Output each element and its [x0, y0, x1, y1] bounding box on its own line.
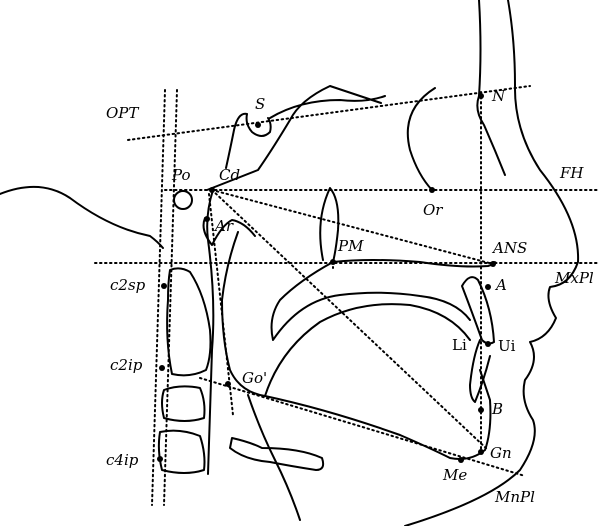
ramus-vertical	[208, 193, 234, 416]
label-ui: Ui	[498, 337, 516, 355]
ramus-outline	[206, 189, 215, 475]
label-me: Me	[442, 466, 467, 484]
label-b: B	[491, 400, 503, 418]
label-a: A	[494, 276, 507, 294]
label-c4ip: c4ip	[106, 451, 139, 469]
vertebra-c3	[161, 385, 206, 422]
vertebra-c2	[166, 267, 212, 377]
posterior-skull-outline	[0, 185, 164, 249]
label-mnpl: MnPl	[494, 488, 535, 506]
point-go	[225, 381, 231, 387]
label-gn: Gn	[490, 444, 512, 462]
orbit-outline	[406, 87, 436, 191]
point-s	[255, 122, 261, 128]
label-fh: FH	[559, 164, 584, 182]
point-n	[478, 93, 484, 99]
label-s: S	[255, 95, 265, 113]
point-c4ip	[157, 456, 163, 462]
mandible-outline	[221, 231, 492, 460]
cd-gn-line	[211, 189, 489, 451]
label-pm: PM	[337, 237, 364, 255]
point-b	[478, 407, 484, 413]
cd-ans-line	[211, 189, 494, 265]
porion-ring	[173, 190, 193, 210]
label-or: Or	[423, 201, 443, 219]
point-ans	[490, 261, 496, 267]
point-pm	[330, 259, 336, 265]
point-me	[458, 457, 464, 463]
label-opt: OPT	[106, 104, 139, 122]
label-po: Po	[171, 166, 191, 184]
landmark-points	[157, 93, 496, 463]
opt-line	[127, 85, 531, 141]
label-ans: ANS	[491, 239, 527, 257]
label-go: Go'	[242, 369, 267, 387]
opt-vertical-left	[151, 89, 166, 506]
label-c2sp: c2sp	[110, 276, 146, 294]
label-c2ip: c2ip	[110, 356, 143, 374]
soft-tissue-profile	[404, 0, 580, 526]
opt-vertical-right	[163, 89, 178, 506]
label-li: Li	[452, 336, 467, 354]
pharynx-outline	[247, 394, 301, 521]
point-c2ip	[159, 365, 165, 371]
labels: OPT FH MxPl MnPl S N Po Cd Or Ar PM ANS …	[106, 87, 594, 506]
label-mxpl: MxPl	[554, 269, 594, 287]
hyoid-outline	[229, 437, 325, 471]
point-cd	[209, 187, 215, 193]
upper-incisor	[461, 276, 495, 345]
point-ui	[485, 341, 491, 347]
label-ar: Ar	[213, 217, 234, 235]
label-n: N	[491, 87, 506, 105]
cranial-base-outline	[206, 85, 386, 191]
condyle-outline	[202, 217, 256, 246]
point-c2sp	[161, 283, 167, 289]
reference-lines	[94, 85, 600, 506]
point-or	[429, 187, 435, 193]
point-a	[485, 284, 491, 290]
mnpl-line	[199, 377, 526, 477]
maxilla-outline	[270, 259, 497, 341]
point-ar	[204, 216, 210, 222]
point-gn	[478, 449, 484, 455]
label-cd: Cd	[219, 166, 240, 184]
ptm-fissure	[319, 187, 340, 263]
forehead-profile	[476, 0, 506, 176]
